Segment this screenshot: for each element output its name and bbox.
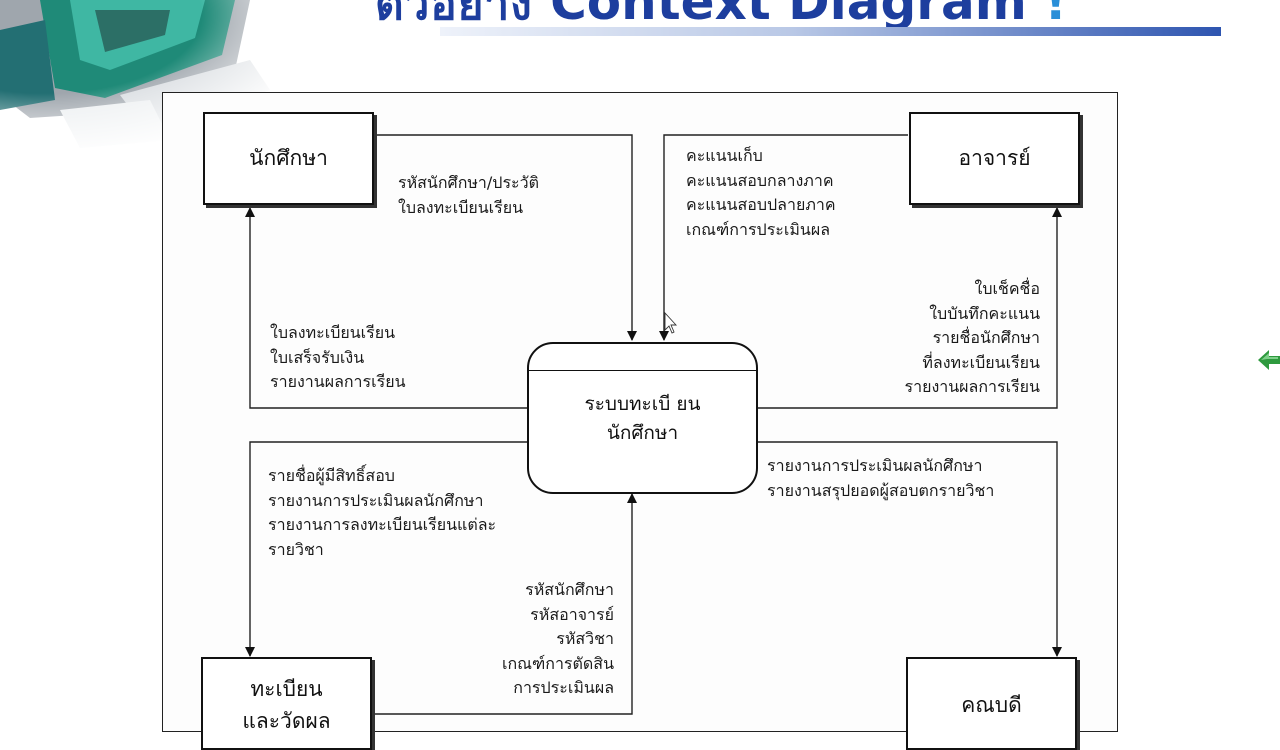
flow-line-student-to-system xyxy=(376,134,637,341)
flow-text: ใบบันทึกคะแนน xyxy=(929,303,1040,323)
flow-lines xyxy=(245,134,1062,715)
flow-text: คะแนนสอบปลายภาค xyxy=(686,195,836,214)
process-label-line2: นักศึกษา xyxy=(606,422,679,444)
flow-line-system-to-teacher xyxy=(758,207,1062,409)
flow-text: รายชื่อผู้มีสิทธิ์สอบ xyxy=(268,466,395,485)
flow-text: คะแนนสอบกลางภาค xyxy=(686,170,834,190)
flow-text: รายงานสรุปยอดผู้สอบตกรายวิชา xyxy=(767,480,995,500)
flow-text: เกณฑ์การตัดสิน xyxy=(501,653,614,673)
slide-title: ตัวอย่าง Context Diagram ! xyxy=(375,0,1225,30)
previous-slide-arrow-icon[interactable] xyxy=(1258,348,1280,372)
flow-line-teacher-to-system xyxy=(659,134,908,341)
flow-label-system-to-registrar: รายชื่อผู้มีสิทธิ์สอบ รายงานการประเมินผล… xyxy=(268,464,496,562)
flow-text: รายวิชา xyxy=(268,539,324,559)
flow-text: ใบเช็คชื่อ xyxy=(974,279,1040,298)
flow-text: รหัสนักศึกษา xyxy=(525,580,614,599)
entity-student: นักศึกษา xyxy=(203,112,374,205)
process-label: ระบบทะเบี ยน นักศึกษา xyxy=(529,390,756,448)
flow-line-system-to-student xyxy=(245,207,527,409)
process-label-line1: ระบบทะเบี ยน xyxy=(584,393,701,415)
flow-text: รายงานผลการเรียน xyxy=(270,372,406,391)
entity-teacher: อาจารย์ xyxy=(909,112,1080,205)
flow-label-system-to-student: ใบลงทะเบียนเรียน ใบเสร็จรับเงิน รายงานผล… xyxy=(270,321,406,395)
flow-label-system-to-teacher: ใบเช็คชื่อ ใบบันทึกคะแนน รายชื่อนักศึกษา… xyxy=(904,277,1040,400)
flow-label-system-to-dean: รายงานการประเมินผลนักศึกษา รายงานสรุปยอด… xyxy=(767,454,994,503)
entity-registrar: ทะเบียน และวัดผล xyxy=(201,657,372,750)
flow-line-system-to-dean xyxy=(758,441,1062,657)
entity-teacher-label: อาจารย์ xyxy=(958,146,1031,170)
entity-dean: คณบดี xyxy=(906,657,1077,750)
process-registration-system: ระบบทะเบี ยน นักศึกษา xyxy=(527,342,758,494)
flow-label-registrar-to-system: รหัสนักศึกษา รหัสอาจารย์ รหัสวิชา เกณฑ์ก… xyxy=(502,578,614,701)
entity-student-label: นักศึกษา xyxy=(249,146,328,170)
flow-text: คะแนนเก็บ xyxy=(686,146,763,165)
flow-label-teacher-to-system: คะแนนเก็บ คะแนนสอบกลางภาค คะแนนสอบปลายภา… xyxy=(686,144,836,242)
flow-text: รหัสนักศึกษา/ประวัติ xyxy=(398,173,540,192)
process-divider xyxy=(529,370,756,371)
flow-text: รหัสอาจารย์ xyxy=(530,604,614,624)
entity-dean-label: คณบดี xyxy=(961,693,1022,717)
flow-line-registrar-to-system xyxy=(372,493,637,715)
flow-text: ที่ลงทะเบียนเรียน xyxy=(922,352,1040,372)
flow-text: รายงานการลงทะเบียนเรียนแต่ละ xyxy=(268,515,497,534)
entity-registrar-line1: ทะเบียน xyxy=(250,677,323,701)
title-prefix: ตัวอย่าง xyxy=(375,0,533,30)
title-underline xyxy=(440,27,1221,36)
flow-text: ใบเสร็จรับเงิน xyxy=(270,347,365,367)
flow-text: รายงานผลการเรียน xyxy=(904,377,1040,396)
flow-text: ใบลงทะเบียนเรียน xyxy=(270,323,396,342)
title-suffix: ! xyxy=(1044,0,1068,30)
mouse-cursor-icon xyxy=(664,311,678,334)
flow-text: เกณฑ์การประเมินผล xyxy=(686,219,831,239)
flow-text: การประเมินผล xyxy=(513,678,614,697)
flow-text: รายงานการประเมินผลนักศึกษา xyxy=(767,456,983,475)
title-main: Context Diagram xyxy=(550,0,1027,30)
flow-line-system-to-registrar xyxy=(245,441,527,657)
entity-registrar-line2: และวัดผล xyxy=(242,709,331,733)
flow-label-student-to-system: รหัสนักศึกษา/ประวัติ ใบลงทะเบียนเรียน xyxy=(398,171,539,220)
flow-text: รหัสวิชา xyxy=(556,629,614,648)
flow-text: ใบลงทะเบียนเรียน xyxy=(398,197,524,217)
flow-text: รายงานการประเมินผลนักศึกษา xyxy=(268,490,484,510)
flow-text: รายชื่อนักศึกษา xyxy=(932,328,1040,347)
